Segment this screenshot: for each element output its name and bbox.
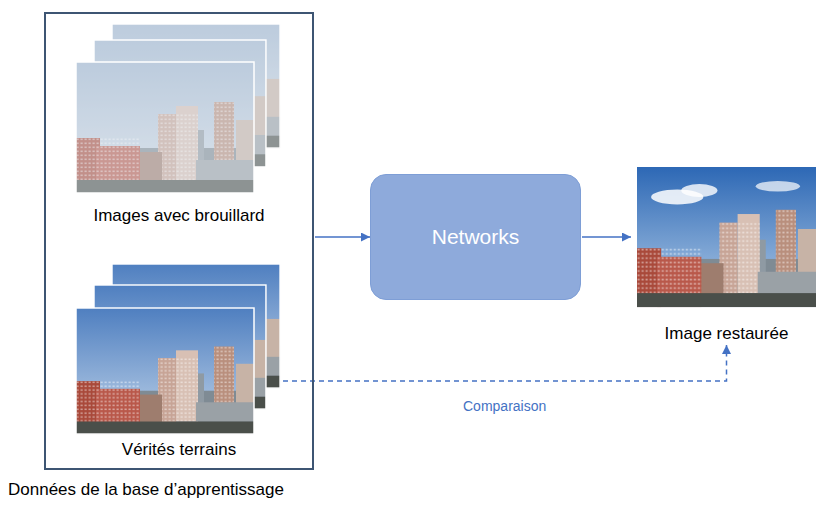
group-frame [44,12,314,470]
connector-arrow [283,345,727,381]
process-box: Networks [370,174,581,300]
node-label: Données de la base d’apprentissage [8,480,284,500]
node-label: Images avec brouillard [93,206,264,226]
connector-label: Comparaison [460,397,549,415]
node-label: Vérités terrains [122,440,236,460]
image-stack: Images avec brouillard [76,24,282,226]
ground-truth-image-stack [76,264,280,434]
output-image: Image restaurée [637,167,816,344]
node-label: Networks [432,224,520,250]
restored-image [637,167,816,307]
image-stack: Vérités terrains [76,276,282,460]
connector-arrow [315,236,370,238]
hazy-image-stack [76,24,280,193]
node-label: Image restaurée [665,324,789,344]
dataset-group: Données de la base d’apprentissage Images… [8,12,314,500]
connector-arrow [582,236,631,238]
